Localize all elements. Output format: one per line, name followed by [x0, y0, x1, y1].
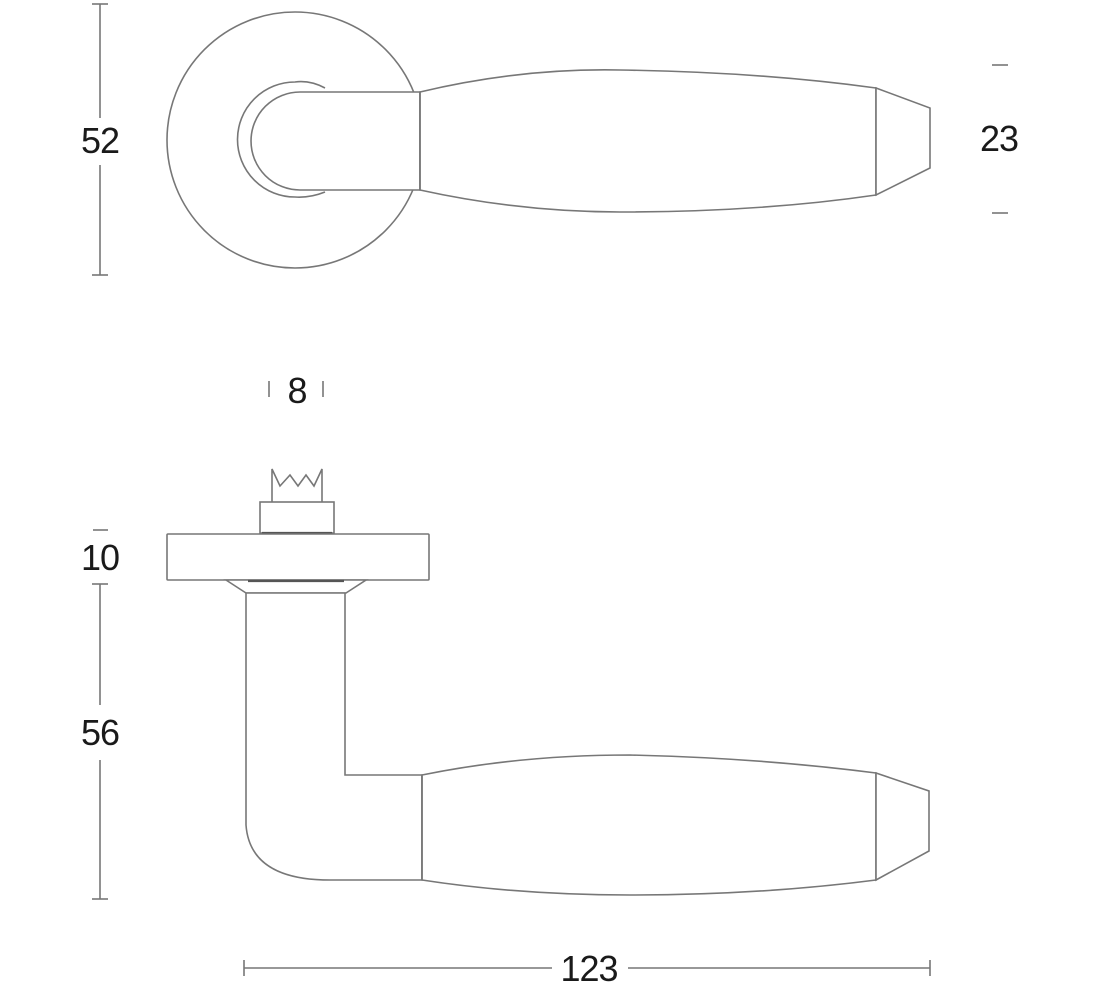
side-view	[92, 381, 931, 976]
dimension-ticks-23	[992, 64, 1008, 214]
dimension-ticks-8	[268, 381, 324, 397]
dimension-label-projection: 56	[76, 715, 124, 751]
spindle	[271, 468, 323, 502]
spindle-base	[259, 501, 335, 534]
lever-grip	[419, 69, 877, 213]
lever-tip	[875, 86, 931, 197]
rose-plate	[166, 533, 430, 581]
dimension-label-grip-height: 23	[975, 121, 1023, 157]
dimension-line-56	[92, 583, 108, 900]
dimension-label-rose-diameter: 52	[76, 123, 124, 159]
dimension-label-lever-length: 123	[556, 951, 622, 987]
dimension-line-123	[243, 960, 931, 976]
lever-grip-side	[421, 754, 877, 896]
lever-tip-side	[875, 771, 930, 882]
lever-stem	[245, 592, 423, 881]
front-view	[92, 3, 1008, 276]
dimension-label-spindle-width: 8	[283, 373, 311, 409]
dimension-label-rose-thickness: 10	[76, 540, 124, 576]
lever-neck-inner	[250, 91, 421, 191]
dimension-line-52	[92, 3, 108, 276]
